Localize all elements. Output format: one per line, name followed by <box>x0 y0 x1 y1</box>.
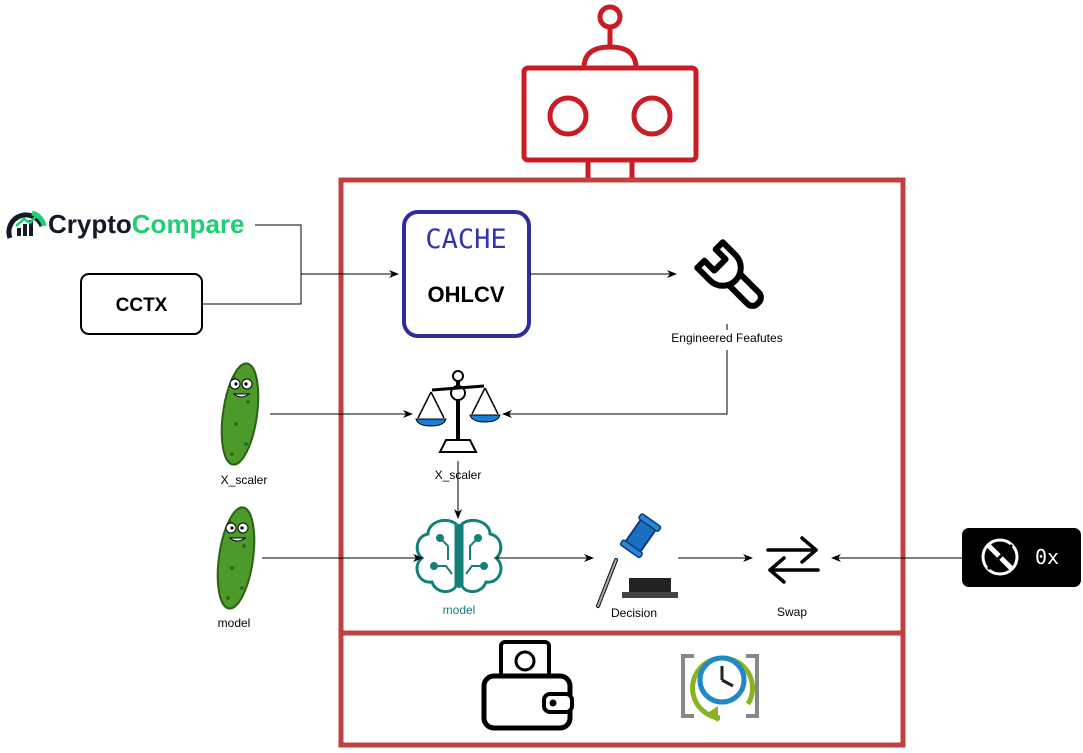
robot-icon <box>521 4 699 180</box>
svg-text:CryptoCompare: CryptoCompare <box>48 209 244 239</box>
balance-scale-icon <box>415 370 501 453</box>
cryptocompare-logo: CryptoCompare <box>6 209 244 239</box>
pickle-rick-model-icon <box>216 506 256 610</box>
bot-bottom-frame <box>338 630 906 748</box>
cache-title: CACHE <box>425 224 506 255</box>
pickle-rick-x-scaler-icon <box>220 362 260 466</box>
cctx-label: CCTX <box>116 295 168 316</box>
model-node-label: model <box>443 603 476 617</box>
wrench-icon <box>694 239 764 309</box>
gavel-icon <box>596 513 678 608</box>
zerox-mark-icon <box>981 538 1019 576</box>
scheduled-clock-icon <box>681 654 759 722</box>
decision-label: Decision <box>611 606 657 620</box>
zerox-logo: 0x <box>962 528 1081 587</box>
wallet-icon <box>481 640 574 731</box>
brain-circuit-icon <box>415 518 503 593</box>
cryptocompare-word2: Compare <box>132 209 245 239</box>
edges <box>202 224 962 562</box>
zerox-label: 0x <box>1035 545 1059 569</box>
swap-label: Swap <box>777 605 807 619</box>
engineered-features-label: Engineered Feafutes <box>671 331 782 345</box>
cache-box: CACHE OHLCV <box>402 210 531 338</box>
model-pickle-label: model <box>218 616 251 630</box>
cryptocompare-word1: Crypto <box>48 209 132 239</box>
x-scaler-pickle-label: X_scaler <box>221 473 268 487</box>
cryptocompare-mark-icon <box>6 210 47 239</box>
swap-arrows-icon <box>766 536 820 584</box>
cache-subtitle: OHLCV <box>428 282 505 307</box>
cctx-box: CCTX <box>80 273 203 335</box>
